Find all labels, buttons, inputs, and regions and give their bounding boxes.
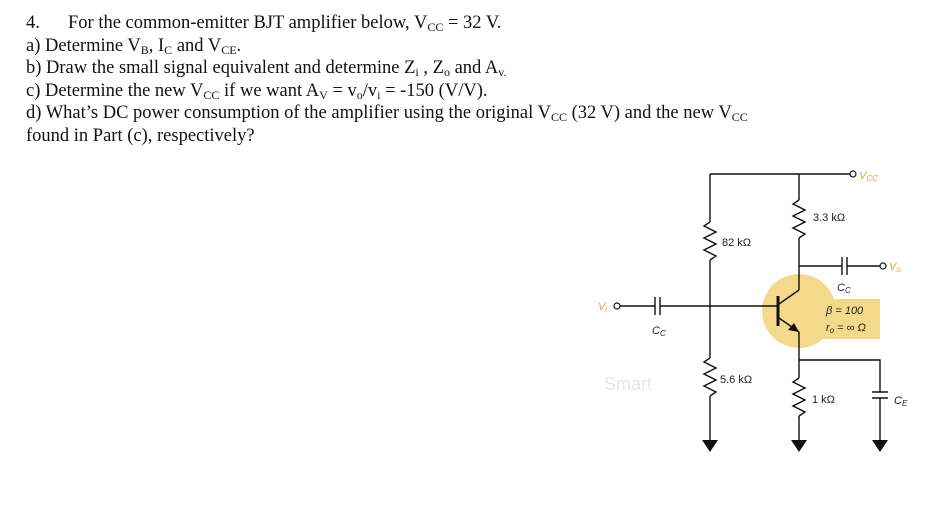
ro-label: ro = ∞ Ω [826,322,866,335]
beta-label: β = 100 [825,305,864,317]
vi-label-main: V [598,301,607,313]
vo-label-sub: o [896,265,901,274]
vcc-label-sub: CC [866,174,878,183]
r1-label: 82 kΩ [722,237,751,249]
input-terminal [613,302,621,310]
sub: C [164,42,173,57]
re-label: 1 kΩ [812,394,835,406]
ground-icon [872,440,888,452]
sub: CC [550,110,567,124]
vcc-terminal [849,170,857,178]
part-a-text: . [236,35,242,56]
vcc-label-main: V [859,170,868,182]
bypass-capacitor [872,391,888,399]
ground-symbols [702,440,888,452]
rc-resistor [791,199,807,239]
part-a-text: a) Determine V [26,35,141,56]
sub: CC [731,110,748,124]
vo-label: Vo [889,261,901,274]
part-b-text: b) Draw the small signal equivalent and … [26,58,416,78]
part-d-text: d) What’s DC power consumption of the am… [26,103,551,123]
vi-label-sub: i [605,305,607,314]
question-title: 4. For the common-emitter BJT amplifier b… [26,12,748,35]
r2-label: 5.6 kΩ [720,374,752,386]
re-resistor [791,377,807,417]
vo-label-main: V [889,261,898,273]
ce-label-main: C [894,395,902,407]
ro-sub: o [830,326,835,335]
ground-icon [791,440,807,452]
question-number: 4. [26,13,40,33]
part-d: d) What’s DC power consumption of the am… [26,102,748,125]
part-c-text: /v [362,80,378,101]
output-terminal [879,262,887,270]
part-a-text: , I [148,35,165,56]
cc-output-sub: C [845,286,851,295]
part-b-text: and A [449,58,499,78]
vcc-label: VCC [859,170,878,183]
r2-resistor [702,357,718,397]
r1-resistor [702,221,718,261]
sub: i [415,65,419,79]
sub: CC [203,87,220,102]
part-a-text: and V [172,35,222,56]
sub: o [443,65,450,79]
ground-icon [702,440,718,452]
sub: v. [498,65,507,79]
input-capacitor [654,297,661,315]
part-c-text: if we want A [219,80,320,101]
ro-main: r [826,322,831,334]
watermark-text: Smart [604,374,652,394]
part-c-text: = v [327,80,357,101]
cc-input-sub: C [660,329,666,338]
title-post: = 32 V. [443,13,502,33]
part-b-text: , Z [418,58,444,78]
output-capacitor [841,257,848,275]
sub: i [377,87,381,102]
part-b: b) Draw the small signal equivalent and … [26,57,748,80]
sub: V [319,87,328,102]
cc-input-main: C [652,325,660,337]
part-d-text: (32 V) and the new V [566,103,732,123]
part-c-text: c) Determine the new V [26,80,204,101]
part-a: a) Determine VB, IC and VCE. [26,35,748,58]
part-c-text: = -150 (V/V). [380,80,488,101]
cc-output-main: C [837,282,845,294]
question-text: 4. For the common-emitter BJT amplifier b… [26,12,748,147]
cc-output-label: CC [837,282,851,295]
sub: o [356,87,363,102]
ce-label-sub: E [902,399,908,408]
beta-box [822,299,880,339]
ce-top-wire [799,359,881,392]
title-sub: CC [427,20,444,34]
part-d-continued: found in Part (c), respectively? [26,125,255,146]
rc-label: 3.3 kΩ [813,212,845,224]
emitter-arrow [788,323,799,332]
sub: CE [221,42,237,57]
title-text: For the common-emitter BJT amplifier bel… [68,13,428,33]
cc-input-label: CC [652,325,666,338]
ce-label: CE [894,395,908,408]
sub: B [140,42,149,57]
vi-label: Vi [598,301,607,314]
transistor-highlight [762,274,836,348]
ro-value: = ∞ Ω [834,322,866,334]
part-c: c) Determine the new VCC if we want AV =… [26,80,748,103]
